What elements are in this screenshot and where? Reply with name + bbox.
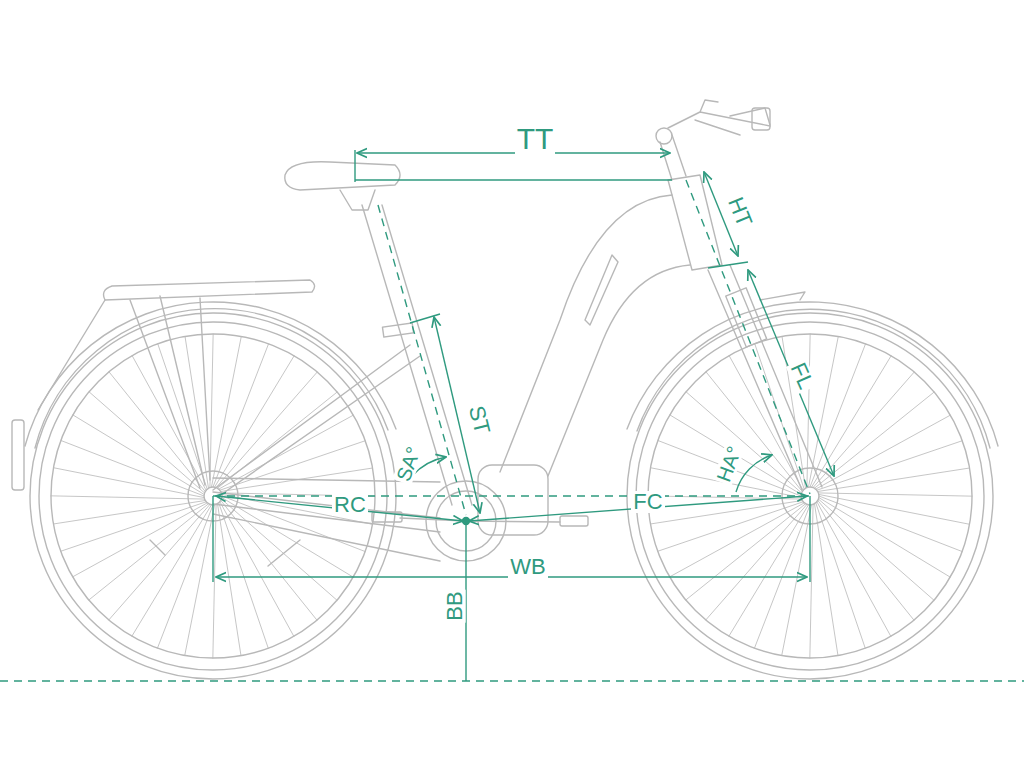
wheel-spoke: [818, 499, 934, 600]
wheel-spoke: [817, 441, 962, 490]
wheel-spoke: [817, 502, 891, 637]
wheel-spoke: [816, 415, 951, 489]
dimension-label: BB: [444, 589, 466, 622]
wheel-spoke: [220, 441, 365, 490]
wheel-spoke: [73, 415, 204, 495]
wheel-spoke: [61, 502, 206, 551]
wheel-spoke: [812, 356, 892, 487]
wheel-spoke: [706, 504, 807, 620]
wheel-spoke: [658, 440, 801, 496]
wheel-spoke: [109, 372, 205, 492]
bike-drawing: [12, 100, 998, 679]
dimension-label: RC: [332, 494, 368, 516]
wheel-spoke: [158, 344, 207, 489]
wheel-spoke: [53, 501, 205, 524]
wheel-spoke: [109, 504, 210, 620]
wheel-spoke: [216, 372, 317, 488]
wheel-spoke: [818, 468, 970, 491]
dimension-lines: [0, 150, 1024, 681]
wheel-spoke: [219, 503, 268, 648]
dimension-label: ST: [464, 402, 493, 438]
wheel-spoke: [73, 503, 208, 577]
wheel-spoke: [157, 505, 213, 648]
wheel-spoke: [218, 504, 241, 656]
dimension-label: SA°: [392, 442, 424, 485]
wheel-spoke: [210, 334, 213, 488]
wheel-spoke: [819, 494, 970, 524]
dimension-label: HA°: [713, 442, 745, 486]
wheel-spoke: [816, 503, 865, 648]
wheel-spoke: [706, 372, 802, 492]
wheel-spoke: [819, 496, 962, 552]
dimension-label: FL: [786, 358, 818, 394]
dimension-label: WB: [508, 556, 547, 578]
wheel-spoke: [813, 372, 914, 488]
wheel-spoke: [89, 392, 205, 493]
wheel-spoke: [782, 505, 812, 656]
wheel-spoke: [132, 505, 212, 636]
wheel-spoke: [89, 504, 209, 600]
dimension-label: HT: [724, 192, 757, 231]
dimension-label: TT: [515, 124, 556, 154]
wheel-spoke: [61, 440, 204, 496]
wheel-spoke: [818, 501, 914, 621]
wheel-spoke: [686, 504, 806, 600]
wheel-spoke: [220, 502, 294, 637]
wheel-spoke: [650, 501, 802, 524]
wheel-spoke: [819, 498, 950, 578]
wheel-spoke: [686, 392, 802, 493]
wheel-spoke: [132, 356, 206, 491]
dimension-label: FC: [631, 491, 664, 513]
wheel-spoke: [211, 336, 241, 487]
wheel-spoke: [818, 493, 972, 496]
wheel-spoke: [810, 344, 866, 487]
wheel-spoke: [185, 505, 215, 656]
wheel-spoke: [815, 504, 838, 656]
wheel-spoke: [185, 336, 208, 488]
wheel-spoke: [221, 499, 337, 600]
wheel-spoke: [658, 502, 803, 551]
wheel-spoke: [670, 415, 801, 495]
wheel-spoke: [215, 356, 295, 487]
wheel-spoke: [670, 503, 805, 577]
wheel-spoke: [51, 496, 205, 499]
wheel-spoke: [729, 505, 809, 636]
wheel-spoke: [213, 344, 269, 487]
wheel-spoke: [53, 468, 204, 498]
